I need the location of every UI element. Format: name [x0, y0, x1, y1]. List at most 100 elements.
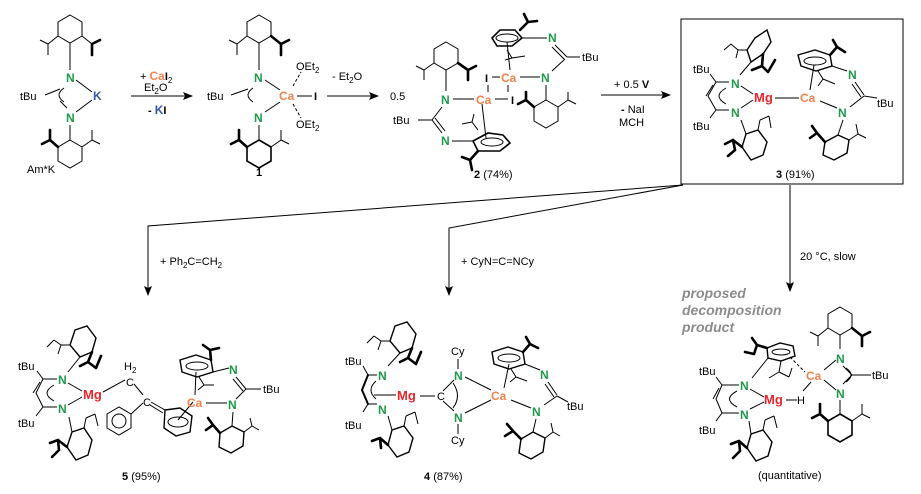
compound-3-box [680, 18, 904, 185]
byproduct-et2o: - Et2O [332, 71, 363, 85]
aryl-ring [827, 306, 853, 336]
cy-label: Cy [451, 346, 465, 358]
tbu-label: tBu [567, 401, 584, 413]
aryl-ring [246, 14, 272, 44]
arene-ring [471, 132, 512, 152]
atom-n: N [254, 111, 263, 125]
aryl-ring [246, 139, 272, 169]
yield-label: (quantitative) [758, 470, 822, 482]
arene-ring [490, 29, 524, 47]
compound-label: 2 (74%) [474, 169, 513, 181]
atom-ca: Ca [279, 89, 295, 103]
compound-3: N tBu tBu N Mg Ca N tBu N [693, 28, 894, 181]
atom-c: C [126, 377, 134, 389]
reagent-carbodiimide: + CyN=C=NCy [461, 256, 535, 268]
compound-label: 4 (87%) [424, 471, 463, 483]
atom-ca: Ca [476, 93, 492, 107]
aryl-ring [518, 431, 546, 460]
atom-n: N [66, 111, 75, 125]
oet2-ligand: OEt2 [296, 61, 320, 75]
reagent-diphenylethylene: + Ph2C=CH2 [160, 256, 223, 270]
aryl-ring [57, 139, 83, 169]
aryl-ring [57, 14, 83, 44]
atom-n: N [254, 71, 263, 85]
compound-label: 5 (95%) [122, 471, 161, 483]
reaction-arrow-to-5 [144, 184, 684, 296]
atom-n: N [540, 368, 549, 382]
atom-mg: Mg [397, 388, 416, 403]
byproduct-ki: - KI [148, 103, 166, 117]
tbu-label: tBu [693, 121, 710, 133]
annotation-title: proposed [681, 285, 746, 301]
tbu-label: tBu [582, 52, 599, 64]
atom-n: N [441, 93, 450, 107]
compound-1: N tBu Ca I OEt2 OEt2 N 1 [207, 14, 320, 179]
compound-5: N tBu tBu N Mg H2 C C Ca N [18, 325, 280, 483]
atom-n: N [454, 369, 463, 383]
tbu-label: tBu [345, 420, 362, 432]
compound-label: 3 (91%) [776, 169, 815, 181]
aryl-ring [533, 99, 559, 129]
atom-c: C [143, 397, 151, 409]
atom-ca: Ca [491, 389, 507, 403]
byproduct-nai: - NaI [621, 104, 645, 116]
atom-n: N [228, 398, 237, 412]
arene-ring [797, 49, 833, 72]
atom-ca: Ca [806, 369, 822, 383]
phenyl-ring [106, 406, 132, 436]
atom-n: N [848, 68, 857, 82]
reaction-arrow-to-4 [445, 184, 684, 296]
annotation-title: product [681, 319, 735, 335]
atom-n: N [836, 352, 845, 366]
aryl-ring [746, 28, 772, 64]
h2-label: H2 [124, 361, 137, 375]
cy-label: Cy [451, 435, 465, 447]
atom-n: N [58, 402, 67, 416]
atom-ca: Ca [187, 396, 203, 410]
tbu-label: tBu [693, 64, 710, 76]
atom-i: I [511, 95, 514, 107]
atom-n: N [58, 373, 67, 387]
reagent-cai2: + CaI2 [140, 69, 173, 85]
atom-n: N [378, 403, 387, 417]
stoichiometric-coefficient: 0.5 [390, 91, 405, 103]
compound-number: 1 [256, 167, 262, 179]
tbu-label: tBu [263, 384, 280, 396]
annotation-title: decomposition [682, 302, 782, 318]
tbu-label: tBu [18, 418, 35, 430]
tbu-label: tBu [699, 425, 716, 437]
atom-n: N [532, 405, 541, 419]
atom-n: N [441, 134, 450, 148]
atom-h: H [797, 395, 805, 407]
compound-2: 0.5 N tBu Ca N I I Ca N [390, 12, 599, 181]
aryl-ring [387, 425, 414, 458]
aryl-ring [218, 425, 245, 454]
atom-n: N [731, 77, 740, 91]
atom-i: I [314, 91, 317, 103]
tbu-label: tBu [207, 91, 224, 103]
tbu-label: tBu [393, 115, 410, 127]
tbu-label: tBu [18, 361, 35, 373]
reagent-v: + 0.5 V [614, 79, 650, 91]
atom-mg: Mg [764, 392, 783, 407]
aryl-ring [746, 429, 773, 462]
aryl-ring [822, 134, 850, 161]
atom-n: N [740, 379, 749, 393]
atom-i: I [485, 73, 488, 85]
atom-n: N [541, 71, 550, 85]
compound-amk: N tBu K N Am*K [20, 14, 102, 176]
atom-n: N [454, 411, 463, 425]
atom-n: N [836, 387, 845, 401]
tbu-label: tBu [345, 356, 362, 368]
atom-n: N [740, 408, 749, 422]
atom-mg: Mg [754, 90, 773, 105]
tbu-label: tBu [877, 98, 894, 110]
solvent-et2o: Et2O [144, 82, 168, 96]
atom-n: N [66, 71, 75, 85]
atom-ca: Ca [800, 91, 816, 105]
tbu-label: tBu [699, 366, 716, 378]
atom-mg: Mg [83, 387, 102, 402]
aryl-ring [66, 427, 93, 461]
tbu-label: tBu [20, 91, 37, 103]
